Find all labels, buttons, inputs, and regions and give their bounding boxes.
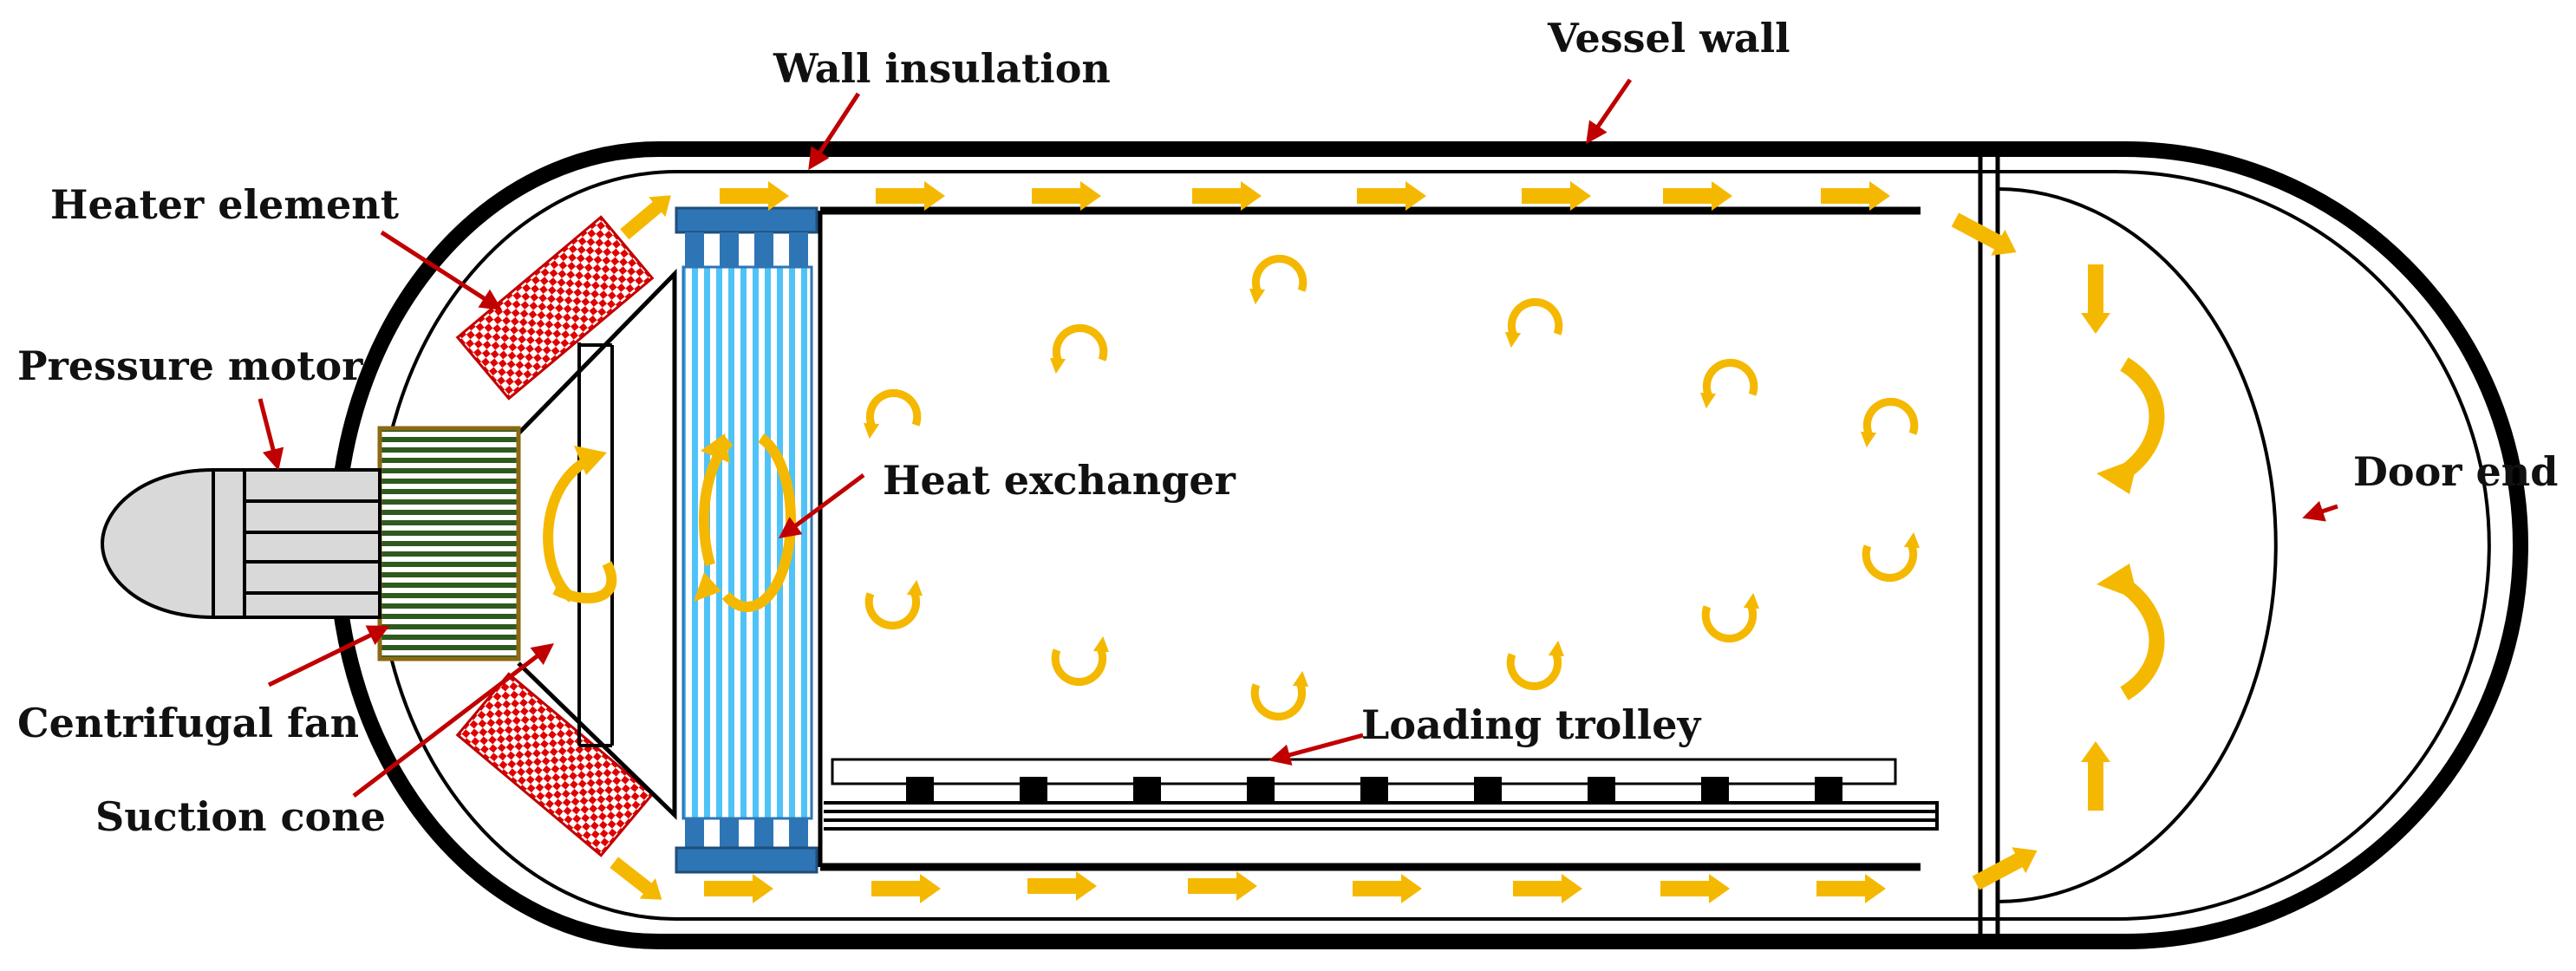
flow-curl — [864, 393, 917, 439]
inner-chamber — [818, 206, 1921, 871]
flow-curl — [1055, 636, 1109, 682]
flow-curl — [1255, 671, 1308, 717]
label-heat-exchanger: Heat exchanger — [883, 457, 1236, 504]
flow-arrow — [1192, 181, 1262, 211]
flow-arrow — [616, 185, 680, 244]
flow-curl — [869, 580, 923, 626]
heater-element-top — [455, 215, 655, 401]
leader-heat-exchanger — [778, 472, 865, 538]
flow-arrow — [1947, 206, 2024, 266]
label-centrifugal-fan: Centrifugal fan — [17, 700, 359, 746]
heat-exchanger — [675, 206, 818, 874]
labels: Vessel wall Wall insulation Heater eleme… — [17, 15, 2558, 840]
flow-arrow — [605, 851, 670, 910]
flow-curl — [1510, 641, 1564, 687]
flow-curl — [1866, 532, 1920, 578]
loading-trolley — [824, 758, 1939, 831]
flow-arrow — [1353, 874, 1422, 903]
flow-arrow — [876, 181, 945, 211]
flow-curl — [1700, 362, 1754, 408]
flow-curl — [1505, 302, 1559, 348]
flow-arrow — [1522, 181, 1591, 211]
flow-arrow — [1821, 181, 1890, 211]
label-loading-trolley: Loading trolley — [1361, 701, 1701, 748]
flow-arrow — [704, 874, 773, 903]
exchanger-top-header — [675, 206, 818, 234]
leader-pressure-motor — [258, 398, 284, 471]
label-heater-element: Heater element — [50, 181, 400, 228]
pressure-motor — [100, 468, 382, 619]
airflow-arrows — [605, 181, 2165, 910]
wall-insulation-shape — [375, 170, 2491, 921]
fan-motor-assembly — [100, 426, 521, 661]
door-flow-arc-top — [2119, 357, 2165, 479]
flow-arrow — [1032, 181, 1101, 211]
leader-suction-cone — [352, 642, 554, 798]
flow-arrow — [720, 181, 789, 211]
flow-arrow — [2081, 741, 2110, 811]
label-door-end: Door end — [2353, 448, 2558, 495]
flow-arrow — [1660, 874, 1730, 903]
door-inner-arc — [1997, 187, 2278, 903]
flow-arrow — [1513, 874, 1582, 903]
flow-arrow — [2081, 264, 2110, 334]
flow-arrow — [1027, 871, 1097, 901]
suction-cone — [517, 268, 677, 820]
leader-wall-insulation — [808, 92, 861, 171]
label-vessel-wall: Vessel wall — [1547, 15, 1790, 62]
exchanger-bottom-header — [675, 846, 818, 874]
label-pressure-motor: Pressure motor — [17, 342, 363, 389]
centrifugal-fan — [377, 426, 521, 661]
leader-door-end — [2302, 500, 2338, 522]
leader-centrifugal-fan — [267, 625, 390, 688]
leader-heater-element — [380, 230, 503, 310]
vessel-wall-shape — [329, 141, 2528, 949]
label-wall-insulation: Wall insulation — [773, 45, 1111, 92]
door-flow-arc-bottom — [2119, 578, 2165, 701]
flow-arrow — [1357, 181, 1426, 211]
flow-arrow — [1188, 871, 1257, 901]
flow-arrow — [871, 874, 941, 903]
cone-loop — [543, 454, 592, 603]
flow-arrow — [1816, 874, 1886, 903]
leader-vessel-wall — [1586, 78, 1633, 145]
flow-curl — [1705, 593, 1759, 639]
vessel — [329, 141, 2528, 949]
suction-cone-outline — [517, 268, 677, 820]
label-suction-cone: Suction cone — [95, 793, 386, 840]
flow-curl — [1861, 401, 1914, 447]
flow-curl — [1249, 258, 1303, 304]
leader-arrows — [258, 78, 2338, 798]
leader-loading-trolley — [1268, 733, 1364, 766]
flow-arrow — [1663, 181, 1732, 211]
flow-curl — [1050, 328, 1104, 374]
